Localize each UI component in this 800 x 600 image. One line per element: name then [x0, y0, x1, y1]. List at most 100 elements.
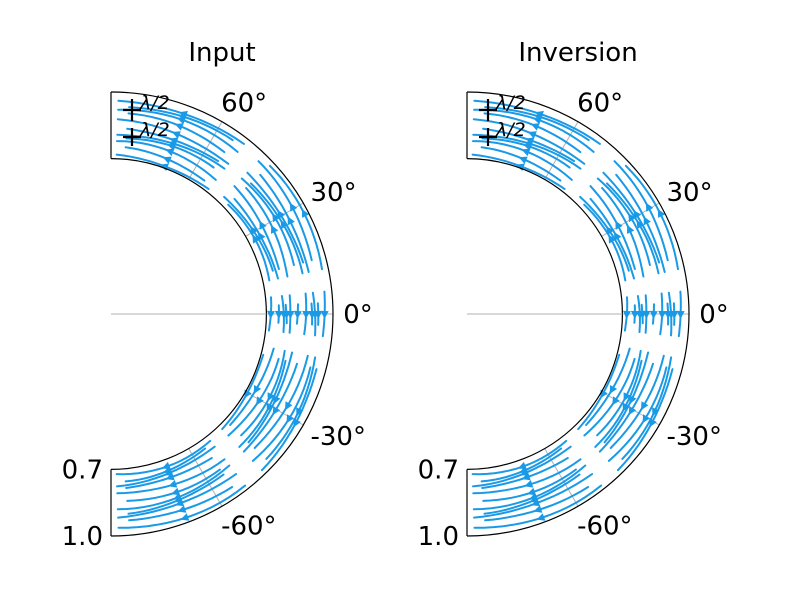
input-streamline-9 — [124, 146, 206, 182]
inversion-radial-tick-label: 1.0 — [418, 522, 459, 552]
input-angle-tick-label: 30° — [311, 178, 357, 208]
input-scale-label: λ/2 — [139, 92, 170, 114]
inversion-angle-tick-label: 60° — [577, 89, 623, 119]
input-radial-tick-label: 1.0 — [62, 522, 103, 552]
inversion-arrowhead-46 — [652, 407, 660, 417]
inversion-arrowhead-8 — [606, 226, 615, 235]
input-arrowhead-13 — [258, 231, 266, 241]
inversion-arrowhead-25 — [527, 487, 537, 496]
inversion-arrowhead-3 — [608, 234, 616, 244]
inversion-arrowhead-31 — [628, 406, 637, 415]
inversion-arrowhead-21 — [622, 402, 630, 412]
input-arrowhead-39 — [174, 123, 184, 131]
input-arrowhead-28 — [272, 213, 280, 223]
input-arrowhead-52 — [320, 310, 329, 319]
input-arrowhead-54 — [179, 110, 188, 119]
input-arrowhead-31 — [272, 406, 281, 415]
input-arrowhead-1 — [244, 389, 252, 399]
inversion-arrowhead-6 — [609, 385, 618, 394]
input-arrowhead-2 — [267, 310, 275, 319]
input-arrowhead-25 — [171, 487, 181, 496]
input-arrowhead-36 — [285, 401, 293, 411]
inversion-arrowhead-41 — [642, 414, 650, 424]
input-angle-tick-label: 60° — [221, 89, 267, 119]
input-arrowhead-3 — [252, 234, 260, 244]
inversion-arrowhead-54 — [535, 110, 544, 119]
inversion-angle-tick-label: 30° — [667, 178, 713, 208]
input-radial-tick-label: 0.7 — [62, 455, 103, 485]
inversion-angle-tick-label: -60° — [577, 512, 632, 542]
inversion-arrowhead-50 — [536, 513, 546, 521]
inversion-arrowhead-32 — [658, 310, 667, 319]
inversion-arrowhead-48 — [645, 202, 654, 212]
input-arrowhead-41 — [286, 414, 294, 424]
inversion-radial-tick-label: 0.7 — [418, 455, 459, 485]
input-angle-tick-label: -60° — [221, 512, 276, 542]
inversion-arrowhead-18 — [615, 220, 623, 230]
input-arrowhead-26 — [273, 395, 281, 405]
input-arrowhead-32 — [302, 310, 311, 319]
inversion-arrowhead-45 — [533, 505, 543, 513]
input-arrowhead-8 — [250, 226, 259, 235]
input-streamline-0 — [115, 439, 212, 476]
inversion-arrowhead-40 — [531, 498, 541, 507]
inversion-arrowhead-34 — [527, 131, 537, 139]
inversion-arrowhead-29 — [525, 137, 535, 145]
input-arrowhead-53 — [301, 209, 310, 218]
inversion-scale-label: λ/2 — [495, 92, 526, 114]
input-angle-tick-label: -30° — [311, 422, 366, 452]
inversion-streamline-0 — [471, 439, 568, 476]
inversion-outer-boundary — [466, 91, 690, 537]
input-arrowhead-23 — [271, 225, 279, 234]
input-arrowhead-21 — [266, 402, 274, 412]
input-arrowhead-29 — [169, 137, 179, 145]
input-arrowhead-45 — [177, 505, 187, 513]
inversion-arrowhead-14 — [521, 148, 531, 157]
inversion-arrowhead-43 — [643, 216, 651, 226]
input-arrowhead-51 — [293, 418, 301, 428]
inversion-panel: Inversion 60°30°0°-30°-60°0.71.0λ/2λ/2 — [418, 38, 729, 552]
input-title: Input — [188, 38, 255, 68]
input-arrowhead-46 — [296, 407, 304, 417]
inversion-arrowhead-53 — [657, 209, 666, 218]
input-angle-tick-label: 0° — [343, 300, 373, 330]
inversion-arrowhead-16 — [623, 392, 631, 402]
input-arrowhead-48 — [289, 202, 298, 212]
inversion-arrowhead-15 — [521, 472, 531, 481]
inversion-arrowhead-51 — [649, 418, 657, 428]
input-arrowhead-14 — [165, 148, 175, 157]
inversion-arrowhead-38 — [633, 210, 642, 219]
inversion-angle-tick-label: -30° — [667, 422, 722, 452]
input-arrowhead-15 — [165, 472, 175, 481]
input-arrowhead-43 — [287, 216, 295, 226]
input-arrowhead-11 — [256, 396, 264, 406]
input-arrowhead-18 — [259, 220, 267, 230]
input-arrowhead-33 — [280, 220, 289, 229]
input-scale-label: λ/2 — [139, 119, 170, 141]
inversion-arrowhead-23 — [627, 225, 635, 234]
inversion-arrowhead-33 — [636, 220, 645, 229]
inversion-arrowhead-47 — [670, 310, 679, 319]
inversion-arrowhead-52 — [676, 310, 685, 319]
input-arrowhead-40 — [175, 498, 185, 507]
input-arrowhead-6 — [253, 385, 262, 394]
inversion-arrowhead-28 — [628, 213, 636, 223]
inversion-arrowhead-26 — [629, 395, 637, 405]
input-arrowhead-22 — [286, 311, 295, 319]
inversion-arrowhead-27 — [649, 310, 658, 319]
inversion-arrowhead-9 — [518, 156, 528, 164]
input-arrowhead-20 — [168, 480, 178, 488]
input-arrowhead-47 — [314, 310, 323, 319]
inversion-arrowhead-22 — [642, 311, 651, 319]
inversion-arrowhead-2 — [623, 310, 631, 319]
inversion-streamline-9 — [480, 146, 562, 182]
inversion-title: Inversion — [518, 38, 637, 68]
inversion-arrowhead-20 — [524, 480, 534, 488]
inversion-arrowhead-11 — [612, 396, 620, 406]
input-arrowhead-27 — [293, 310, 302, 319]
input-arrowhead-16 — [267, 392, 275, 402]
inversion-scale-label: λ/2 — [495, 119, 526, 141]
input-arrowhead-34 — [171, 131, 181, 139]
inversion-arrowhead-13 — [614, 231, 622, 241]
